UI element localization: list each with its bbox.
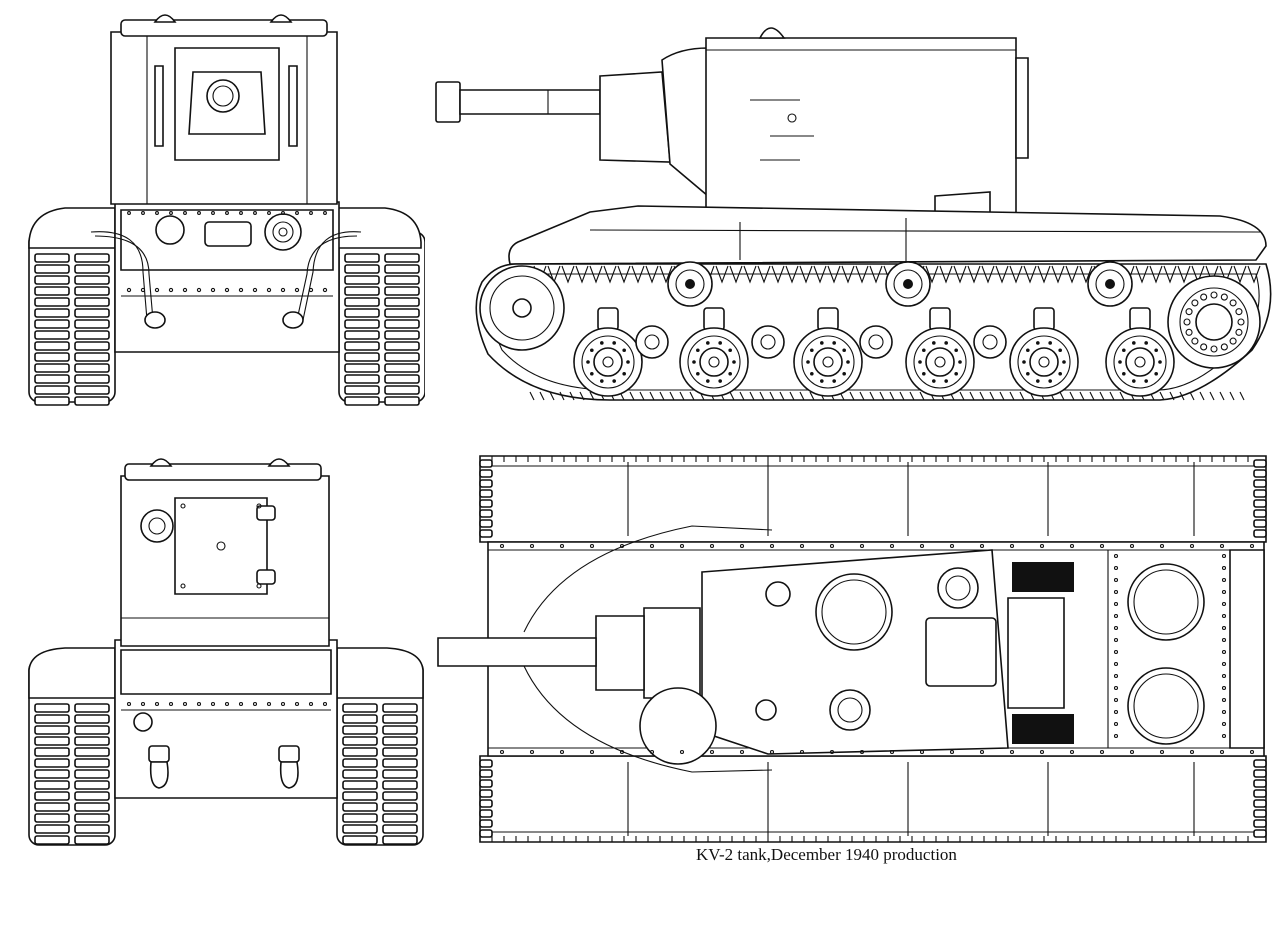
top-view bbox=[432, 452, 1278, 846]
side-turret bbox=[600, 28, 1028, 218]
side-hull bbox=[509, 206, 1266, 264]
top-track-links bbox=[492, 456, 1248, 842]
side-drive-sprocket bbox=[1168, 276, 1260, 368]
top-rivets bbox=[501, 545, 1254, 754]
front-hull bbox=[115, 202, 339, 352]
front-rivets bbox=[127, 212, 326, 292]
side-track-links bbox=[530, 392, 1244, 400]
rear-tow-hooks bbox=[149, 746, 299, 788]
top-gun-mantlet bbox=[596, 608, 716, 764]
front-tow-cables bbox=[91, 232, 361, 328]
rear-view bbox=[25, 450, 425, 850]
rear-hull bbox=[115, 640, 337, 798]
side-idler-wheel bbox=[480, 266, 564, 350]
top-engine-deck bbox=[1008, 562, 1204, 744]
rear-turret bbox=[121, 459, 329, 646]
side-view bbox=[430, 10, 1280, 410]
rear-fenders bbox=[29, 648, 423, 698]
top-upper-track bbox=[480, 456, 1266, 542]
drawing-caption: KV-2 tank,December 1940 production bbox=[696, 845, 957, 864]
top-gun-barrel bbox=[438, 638, 596, 666]
top-lower-track bbox=[480, 756, 1266, 842]
side-track-guides bbox=[534, 266, 1260, 282]
rear-pistol-port bbox=[141, 510, 173, 542]
rear-rivets bbox=[128, 504, 327, 706]
front-fenders bbox=[29, 208, 421, 248]
top-turret-roof bbox=[702, 550, 1008, 754]
side-return-rollers bbox=[668, 262, 1132, 306]
side-gun-barrel bbox=[436, 82, 600, 122]
front-gun-muzzle bbox=[207, 80, 239, 112]
front-view bbox=[25, 10, 425, 410]
side-road-wheels bbox=[574, 308, 1174, 396]
side-sprocket-bolts bbox=[1184, 292, 1244, 352]
